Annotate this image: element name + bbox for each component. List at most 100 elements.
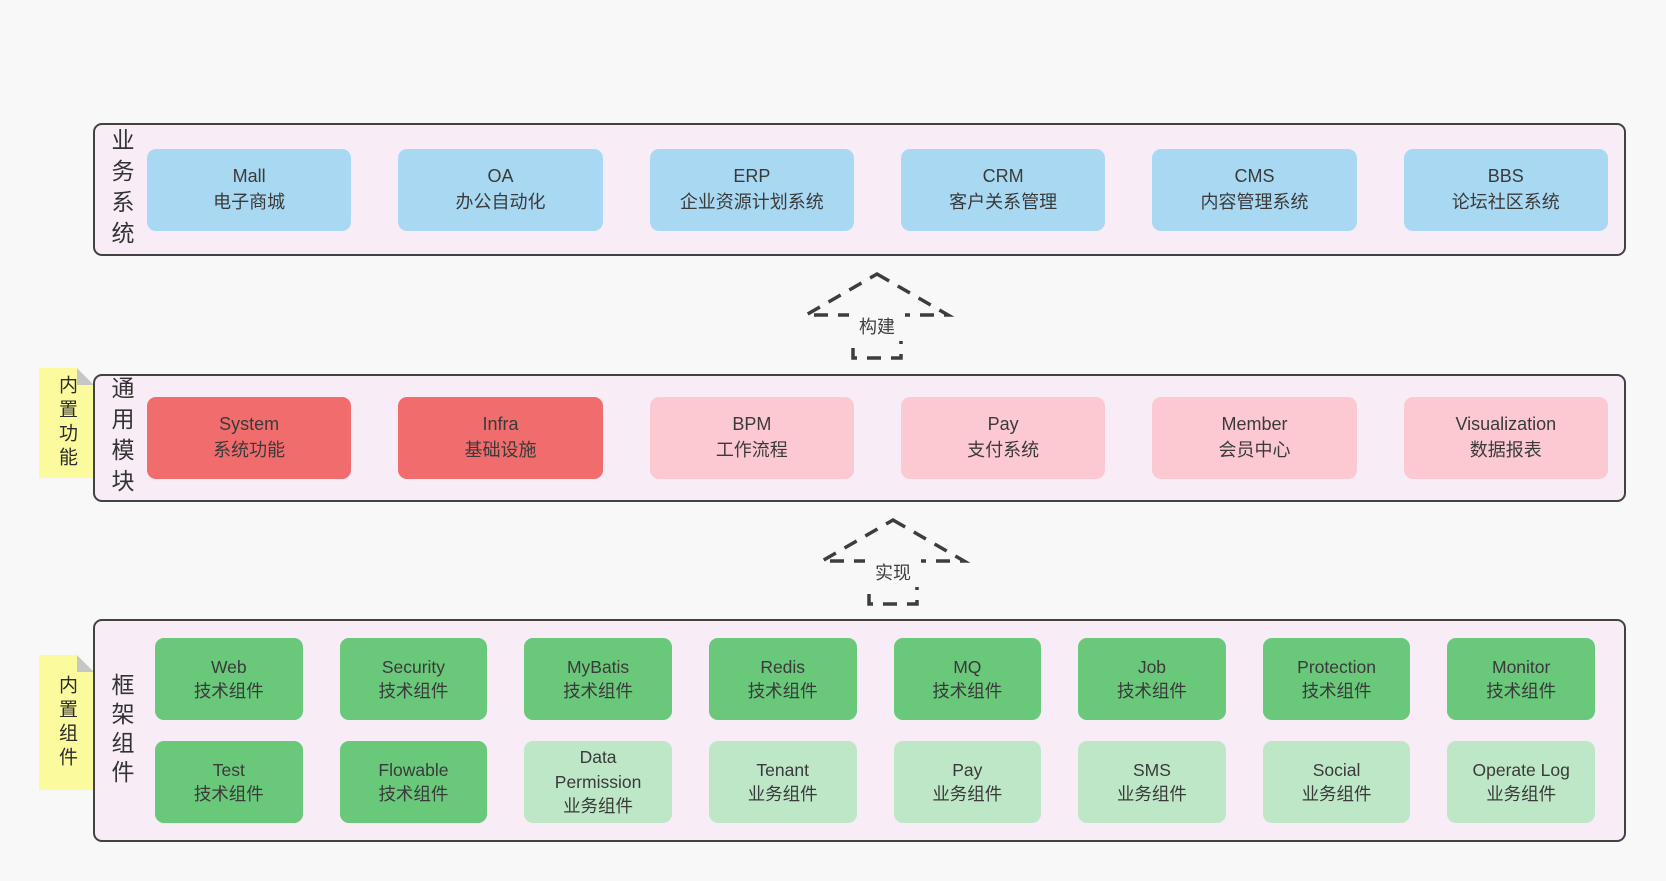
- diagram-box-operate-log: Operate Log 业务组件: [1447, 741, 1595, 823]
- box-title: Monitor: [1492, 656, 1551, 677]
- diagram-box-pay: Pay 业务组件: [893, 741, 1042, 823]
- box-title: Redis: [760, 656, 806, 677]
- box-title: Member: [1221, 414, 1288, 435]
- box-title: Mall: [232, 165, 266, 186]
- box-subtitle: 业务组件: [932, 784, 1003, 804]
- box-subtitle: 工作流程: [715, 440, 788, 460]
- box-subtitle: 论坛社区系统: [1451, 191, 1560, 212]
- diagram-box-mybatis: MyBatis 技术组件: [524, 638, 672, 720]
- business-systems-row: Mall 电子商城 OA 办公自动化 ERP 企业资源计划系统 CRM 客户关系管理 CMS 内容…: [147, 125, 1624, 254]
- box-title: Tenant: [756, 759, 809, 780]
- box-subtitle: 业务组件: [1486, 784, 1557, 804]
- box-subtitle: 电子商城: [213, 191, 286, 212]
- arrow-label: 构建: [859, 317, 895, 337]
- box-title: Security: [381, 656, 446, 677]
- box-title: Test: [212, 759, 245, 780]
- box-title: OA: [487, 165, 514, 186]
- box-subtitle: 业务组件: [1301, 784, 1372, 804]
- diagram-box-crm: CRM 客户关系管理: [900, 148, 1106, 231]
- box-subtitle: 内容管理系统: [1200, 191, 1309, 212]
- diagram-box-data-permission: Data Permission 业务组件: [524, 741, 672, 823]
- box-subtitle: 技术组件: [747, 681, 818, 701]
- arrow-implement-icon: 实现: [815, 517, 971, 606]
- diagram-box-protection: Protection 技术组件: [1262, 638, 1411, 720]
- folded-corner-icon: [77, 368, 94, 385]
- box-subtitle: 支付系统: [967, 440, 1040, 460]
- box-title: Job: [1137, 656, 1167, 677]
- box-subtitle: 业务组件: [563, 796, 634, 817]
- diagram-box-test: Test 技术组件: [155, 741, 303, 823]
- arrow-build-icon: 构建: [799, 271, 955, 360]
- box-title: CMS: [1234, 165, 1275, 186]
- arrow-label-backdrop: [865, 557, 921, 587]
- box-title: ERP: [733, 165, 771, 186]
- box-title: Operate Log: [1472, 759, 1570, 780]
- diagram-box-visualization: Visualization 数据报表: [1403, 397, 1608, 479]
- box-subtitle: 业务组件: [1116, 784, 1187, 804]
- box-subtitle: 客户关系管理: [949, 191, 1058, 212]
- box-title: System: [219, 414, 280, 435]
- sticky-note-built-in-components: 内置组件: [39, 655, 94, 790]
- diagram-box-sms: SMS 业务组件: [1078, 741, 1226, 823]
- box-subtitle: 企业资源计划系统: [679, 191, 824, 212]
- box-title: Web: [210, 656, 247, 677]
- box-subtitle: 技术组件: [1486, 681, 1557, 701]
- box-title: Protection: [1297, 656, 1376, 677]
- box-title: CRM: [982, 165, 1024, 186]
- diagram-box-pay: Pay 支付系统: [900, 397, 1106, 479]
- box-subtitle: 技术组件: [1301, 681, 1372, 701]
- box-subtitle: 技术组件: [378, 681, 449, 701]
- box-title: Flowable: [378, 759, 449, 780]
- box-subtitle: 会员中心: [1218, 440, 1291, 460]
- sticky-label: 内置功能: [56, 375, 77, 471]
- box-subtitle: 技术组件: [193, 784, 264, 804]
- box-subtitle: 技术组件: [932, 681, 1003, 701]
- box-subtitle: 数据报表: [1469, 440, 1542, 460]
- diagram-box-redis: Redis 技术组件: [708, 638, 857, 720]
- box-title: Pay: [952, 759, 983, 780]
- arrow-label-backdrop: [849, 311, 905, 341]
- box-title: Visualization: [1455, 414, 1557, 435]
- box-title: BBS: [1487, 165, 1524, 186]
- diagram-box-flowable: Flowable 技术组件: [339, 741, 488, 823]
- diagram-box-erp: ERP 企业资源计划系统: [649, 148, 854, 231]
- section-label-business-systems: 业务系统: [108, 127, 134, 252]
- diagram-box-web: Web 技术组件: [155, 638, 303, 720]
- arrow-outline: [799, 271, 955, 360]
- diagram-box-mall: Mall 电子商城: [147, 148, 352, 231]
- box-subtitle: 业务组件: [747, 784, 818, 804]
- box-title: MyBatis: [566, 656, 630, 677]
- box-title: Pay: [987, 414, 1019, 435]
- box-subtitle: 技术组件: [563, 681, 634, 701]
- box-title: MQ: [953, 656, 982, 677]
- diagram-box-tenant: Tenant 业务组件: [708, 741, 857, 823]
- arrow-label: 实现: [875, 563, 911, 583]
- diagram-box-security: Security 技术组件: [339, 638, 488, 720]
- box-subtitle: 技术组件: [378, 784, 449, 804]
- diagram-box-oa: OA 办公自动化: [398, 148, 603, 231]
- box-title: SMS: [1132, 759, 1171, 780]
- sticky-note-built-in-features: 内置功能: [39, 368, 94, 478]
- diagram-box-mq: MQ 技术组件: [893, 638, 1042, 720]
- box-subtitle: 技术组件: [193, 681, 264, 701]
- diagram-box-monitor: Monitor 技术组件: [1447, 638, 1595, 720]
- box-subtitle: 办公自动化: [455, 191, 546, 212]
- box-title: Infra: [482, 414, 519, 435]
- arrow-outline: [815, 517, 971, 606]
- section-label-common-modules: 通用模块: [108, 376, 134, 500]
- diagram-box-member: Member 会员中心: [1152, 397, 1357, 479]
- section-business-systems: 业务系统 Mall 电子商城 OA 办公自动化 ERP 企业资源计划系统 CRM 客户关系管理…: [93, 123, 1626, 256]
- box-title: Data Permission: [554, 747, 642, 792]
